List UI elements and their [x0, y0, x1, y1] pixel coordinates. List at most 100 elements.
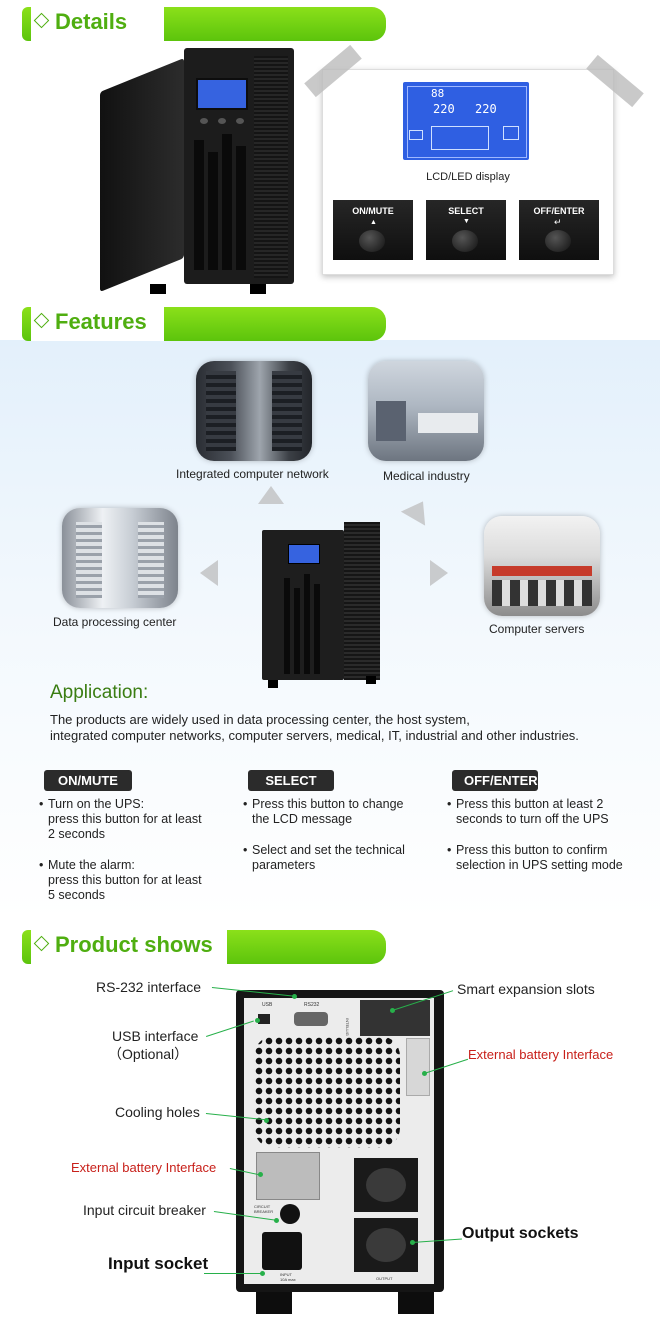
off-enter-item-2: •Press this button to confirm selection … — [447, 843, 623, 872]
on-mute-knob — [359, 230, 385, 252]
rear-panel-plate: USB RS232 INTELLIGENT SLOT CIRCUIT BREAK… — [244, 998, 434, 1284]
arrow-right-icon — [430, 560, 448, 586]
lcd-small-icon — [196, 78, 248, 110]
lcd-readout-1: 88 — [431, 87, 445, 100]
arrow-up-left-icon — [258, 486, 284, 504]
lcd-center-icon — [288, 544, 320, 564]
ext-battery-left-leader-dot — [258, 1172, 263, 1177]
ups-rear-panel: USB RS232 INTELLIGENT SLOT CIRCUIT BREAK… — [236, 990, 444, 1292]
select-item-1-text: Press this button to change the LCD mess… — [252, 797, 404, 826]
off-enter-photo-label: OFF/ENTER — [533, 206, 585, 216]
arrow-left-icon — [200, 560, 218, 586]
lcd-readout-3: 220 — [475, 102, 497, 116]
usb-port — [258, 1014, 270, 1024]
product-shows-header: Product shows — [22, 930, 386, 964]
rear-foot-left — [256, 1292, 292, 1314]
data-center-photo — [62, 508, 178, 608]
application-title: Application: — [50, 682, 149, 703]
select-button-photo: SELECT ▼ — [426, 200, 506, 260]
on-mute-item-1: •Turn on the UPS: press this button for … — [39, 797, 202, 841]
on-mute-photo-label: ON/MUTE — [352, 206, 394, 216]
usb-label: USB interface — [112, 1028, 199, 1044]
plug-icon — [503, 126, 519, 140]
details-header: Details — [22, 7, 386, 41]
breaker-leader-dot — [274, 1218, 279, 1223]
usb-optional-label: （Optional） — [108, 1046, 189, 1062]
off-enter-item-1: •Press this button at least 2 seconds to… — [447, 797, 609, 826]
ext-battery-right-leader-dot — [422, 1071, 427, 1076]
rear-foot-right — [398, 1292, 434, 1314]
external-battery-right-port — [406, 1038, 430, 1096]
rs232-leader-dot — [292, 994, 297, 999]
input-socket-leader — [204, 1273, 262, 1274]
on-mute-label: ON/MUTE — [44, 770, 132, 791]
usb-panel-text: USB — [262, 1002, 273, 1008]
off-enter-item-2-text: Press this button to confirm selection i… — [456, 843, 623, 872]
tape-right — [586, 54, 644, 108]
servers-photo — [484, 516, 600, 616]
input-socket — [262, 1232, 302, 1270]
on-mute-item-2: •Mute the alarm: press this button for a… — [39, 858, 202, 902]
input-socket-label: Input socket — [108, 1254, 209, 1273]
on-mute-button-photo: ON/MUTE ▲ — [333, 200, 413, 260]
application-text-1: The products are widely used in data pro… — [50, 712, 470, 727]
circuit-breaker — [280, 1204, 300, 1224]
medical-caption: Medical industry — [383, 469, 470, 483]
lcd-caption: LCD/LED display — [426, 171, 510, 183]
smart-slot-cover — [360, 1000, 430, 1036]
on-mute-item-2-text: Mute the alarm: press this button for at… — [48, 858, 202, 902]
output-sockets-leader-dot — [410, 1240, 415, 1245]
input-panel-label: INPUT — [280, 1272, 292, 1277]
cooling-label: Cooling holes — [115, 1104, 200, 1120]
on-mute-item-1-text: Turn on the UPS: press this button for a… — [48, 797, 202, 841]
ext-battery-right-label: External battery Interface — [468, 1047, 614, 1062]
breaker-label: Input circuit breaker — [83, 1202, 206, 1218]
breaker-panel-text: CIRCUIT BREAKER — [254, 1204, 274, 1214]
diamond-icon — [33, 312, 50, 329]
tape-left — [304, 44, 362, 98]
lcd-detail-card: 88 220 220 LCD/LED display ON/MUTE ▲ SEL… — [304, 44, 644, 275]
network-caption: Integrated computer network — [176, 467, 329, 481]
off-enter-label: OFF/ENTER — [452, 770, 538, 791]
features-title: Features — [55, 309, 147, 334]
product-shows-title: Product shows — [55, 932, 213, 957]
output-socket-1 — [354, 1158, 418, 1212]
ext-battery-left-label: External battery Interface — [71, 1160, 217, 1175]
rs232-port — [294, 1012, 328, 1026]
data-center-caption: Data processing center — [53, 615, 177, 629]
off-enter-knob — [545, 230, 571, 252]
details-title: Details — [55, 9, 128, 34]
features-header: Features — [22, 307, 386, 341]
rs232-label: RS-232 interface — [96, 979, 202, 995]
select-item-2: •Select and set the technical parameters — [243, 843, 405, 872]
select-knob — [452, 230, 478, 252]
diamond-icon — [33, 12, 50, 29]
smart-slots-leader-dot — [390, 1008, 395, 1013]
input-rating-label: 10A max — [280, 1277, 296, 1282]
lcd-display: 88 220 220 — [403, 82, 529, 160]
servers-caption: Computer servers — [489, 622, 585, 636]
lcd-flow-icon — [431, 126, 489, 150]
network-photo — [196, 361, 312, 461]
input-socket-leader-dot — [260, 1271, 265, 1276]
smart-slots-label: Smart expansion slots — [457, 981, 595, 997]
external-battery-left-port — [256, 1152, 320, 1200]
cooling-leader-dot — [264, 1118, 269, 1123]
select-photo-label: SELECT — [448, 206, 484, 216]
output-socket-2 — [354, 1218, 418, 1272]
battery-icon — [409, 130, 423, 140]
select-item-2-text: Select and set the technical parameters — [252, 843, 405, 872]
select-item-1: •Press this button to change the LCD mes… — [243, 797, 404, 826]
rs232-panel-text: RS232 — [304, 1002, 320, 1008]
off-enter-item-1-text: Press this button at least 2 seconds to … — [456, 797, 609, 826]
usb-leader-dot — [255, 1018, 260, 1023]
select-label: SELECT — [248, 770, 334, 791]
off-enter-button-photo: OFF/ENTER ↵ — [519, 200, 599, 260]
output-sockets-label: Output sockets — [462, 1225, 579, 1242]
cooling-grid — [254, 1036, 400, 1148]
diamond-icon — [33, 935, 50, 952]
lcd-readout-2: 220 — [433, 102, 455, 116]
application-text-2: integrated computer networks, computer s… — [50, 728, 579, 743]
medical-photo — [368, 361, 484, 461]
